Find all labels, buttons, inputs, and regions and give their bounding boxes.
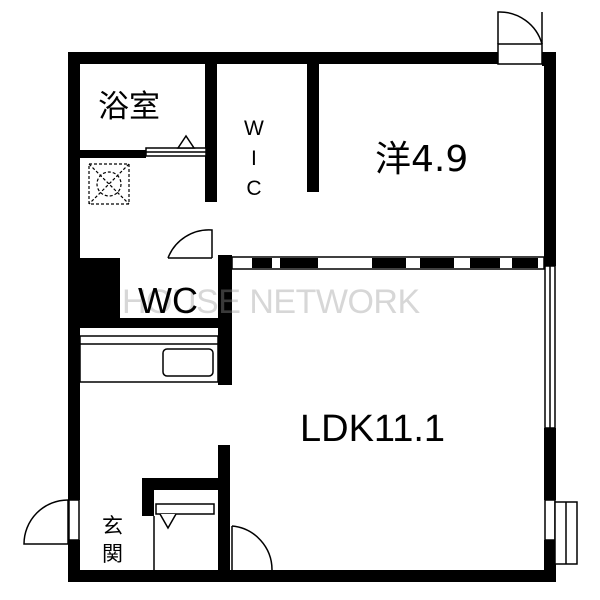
ldk-door bbox=[231, 525, 273, 571]
balcony-door bbox=[497, 11, 543, 65]
entrance-door bbox=[23, 499, 69, 545]
room-label-wc: WC bbox=[138, 280, 198, 321]
bath-door bbox=[145, 134, 207, 157]
windows bbox=[68, 265, 578, 565]
entrance-step bbox=[153, 503, 215, 570]
wic-letter: C bbox=[246, 177, 262, 200]
partition-line bbox=[231, 256, 545, 270]
room-label-entrance: 玄 関 bbox=[102, 512, 123, 568]
room-label-ldk: LDK11.1 bbox=[300, 408, 446, 450]
interior-walls bbox=[80, 64, 319, 570]
kitchen-counter bbox=[79, 335, 219, 383]
room-label-bedroom: 洋4.9 bbox=[375, 139, 469, 180]
watermark-text: HOUSE NETWORK bbox=[122, 283, 420, 321]
room-label-wic: W I C bbox=[244, 114, 264, 204]
room-label-bath: 浴室 bbox=[98, 89, 160, 125]
outer-walls bbox=[68, 52, 556, 582]
wic-letter: W bbox=[244, 117, 264, 140]
entrance-char: 玄 bbox=[102, 514, 123, 538]
wic-letter: I bbox=[250, 147, 257, 170]
wc-door bbox=[167, 229, 213, 259]
washer-space-icon bbox=[88, 163, 130, 205]
entrance-char: 関 bbox=[102, 542, 123, 566]
